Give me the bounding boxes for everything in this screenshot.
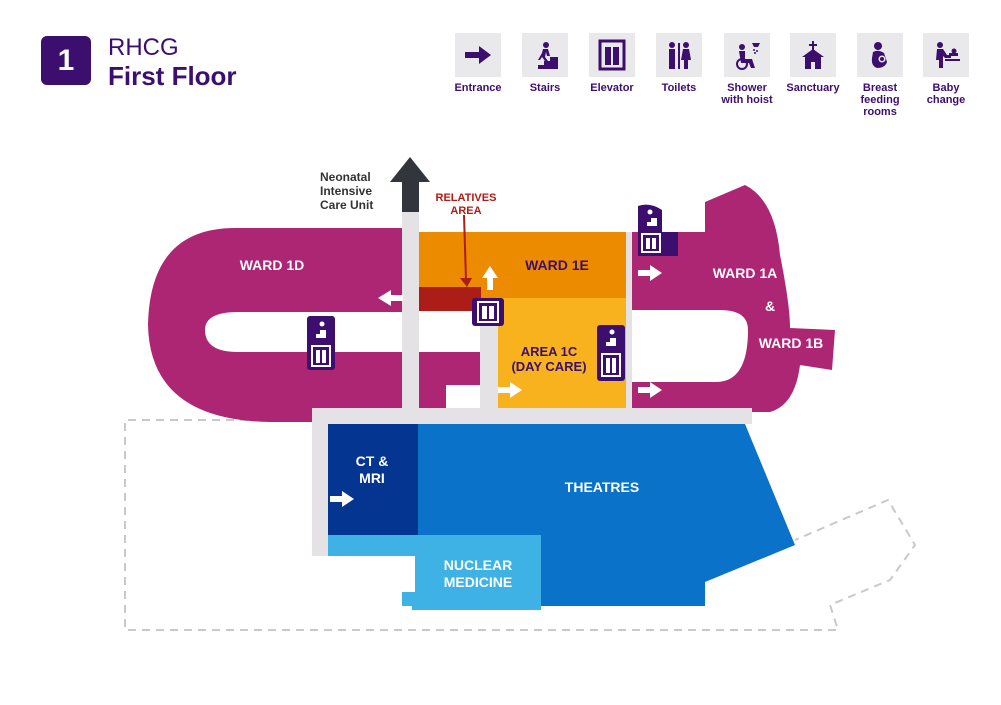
floor-number-badge: 1 bbox=[41, 36, 91, 85]
area-1c-label: AREA 1C bbox=[521, 344, 578, 359]
shower-hoist-icon bbox=[724, 33, 770, 77]
baby-change-icon bbox=[923, 33, 969, 77]
ampersand-label: & bbox=[765, 298, 775, 314]
nuclear-medicine-zone[interactable] bbox=[328, 535, 541, 610]
corridor-left bbox=[312, 408, 330, 556]
entrance-arrow-icon bbox=[455, 33, 501, 77]
ward-1b-label: WARD 1B bbox=[759, 335, 824, 351]
relatives-area-zone[interactable] bbox=[419, 287, 481, 311]
elevator-marker-ward1e[interactable] bbox=[472, 298, 504, 326]
legend-sanctuary: Sanctuary bbox=[778, 33, 848, 94]
elevator-icon bbox=[589, 33, 635, 77]
stairs-icon bbox=[522, 33, 568, 77]
sanctuary-icon bbox=[790, 33, 836, 77]
nuclear-medicine-label-2: MEDICINE bbox=[444, 574, 512, 590]
legend-elevator: Elevator bbox=[577, 33, 647, 94]
site-name: RHCG bbox=[108, 34, 179, 61]
toilets-icon bbox=[656, 33, 702, 77]
stairs-elevator-marker-ward1d[interactable] bbox=[307, 316, 335, 370]
entrance-arrow-icon bbox=[638, 382, 662, 398]
nicu-direction-arrow bbox=[390, 157, 430, 212]
ct-mri-zone[interactable] bbox=[328, 424, 418, 535]
corridor-vertical bbox=[402, 212, 419, 424]
ct-mri-label: CT & bbox=[356, 453, 389, 469]
stairs-elevator-marker-area1c[interactable] bbox=[597, 325, 625, 381]
entrance-arrow-icon bbox=[482, 266, 498, 290]
ct-mri-label-2: MRI bbox=[359, 470, 385, 486]
ward-1d-zone[interactable] bbox=[148, 228, 480, 422]
legend-entrance: Entrance bbox=[443, 33, 513, 94]
stairs-elevator-marker-ward1a[interactable] bbox=[638, 204, 678, 256]
ward-1d-label: WARD 1D bbox=[240, 257, 305, 273]
corridor-right bbox=[626, 232, 632, 408]
theatres-label: THEATRES bbox=[565, 479, 639, 495]
legend-stairs: Stairs bbox=[510, 33, 580, 94]
legend-toilets: Toilets bbox=[644, 33, 714, 94]
ward-1e-label: WARD 1E bbox=[525, 257, 589, 273]
nuclear-medicine-label: NUCLEAR bbox=[444, 557, 512, 573]
theatres-zone[interactable] bbox=[418, 424, 795, 606]
entrance-arrow-icon bbox=[638, 265, 662, 281]
entrance-arrow-icon bbox=[378, 290, 403, 306]
ward-1a-label: WARD 1A bbox=[713, 265, 778, 281]
breastfeeding-icon bbox=[857, 33, 903, 77]
corridor-main bbox=[316, 408, 752, 424]
day-care-label: (DAY CARE) bbox=[511, 359, 586, 374]
entrance-arrow-icon bbox=[330, 491, 354, 507]
floor-title: First Floor bbox=[108, 61, 237, 91]
ward-1a-1b-zone[interactable] bbox=[626, 185, 835, 412]
entrance-arrow-icon bbox=[498, 382, 522, 398]
